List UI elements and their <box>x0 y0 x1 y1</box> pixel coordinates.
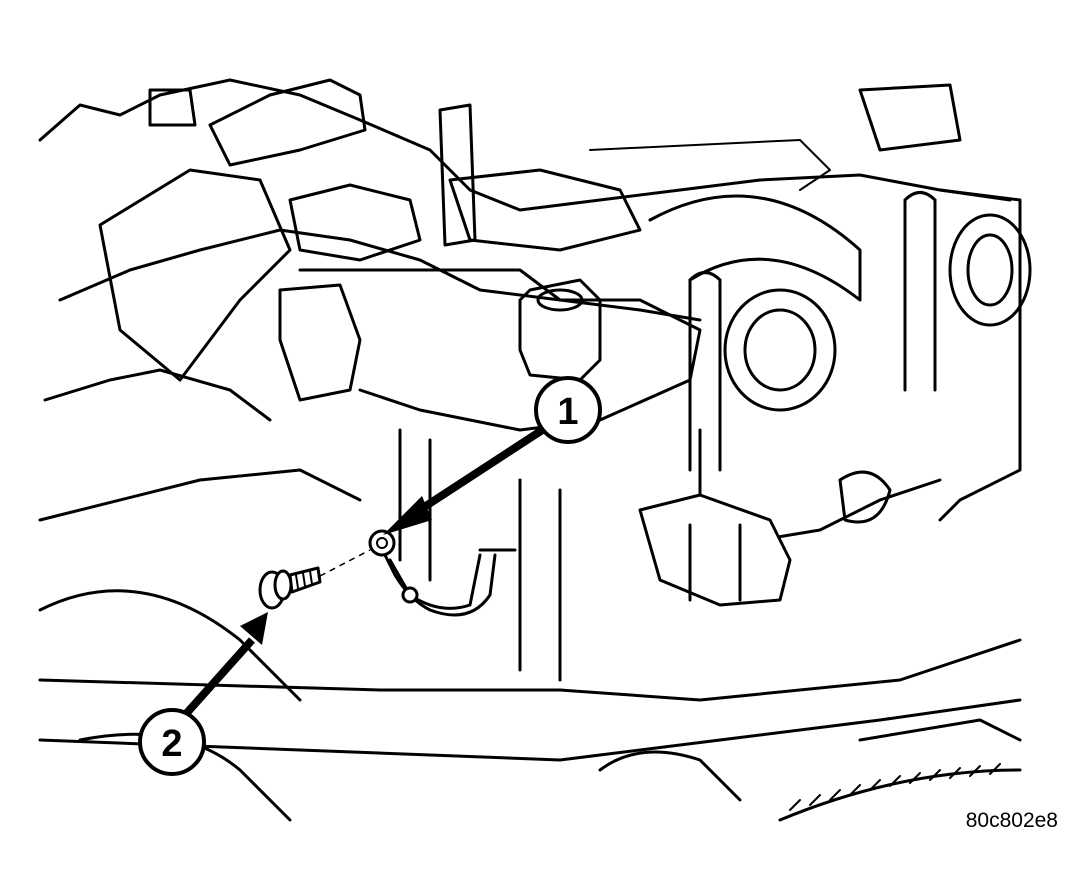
callout-2-label: 2 <box>161 723 182 765</box>
ground-terminal <box>368 529 419 604</box>
engine-line-art <box>38 78 1032 822</box>
callout-1: 1 <box>534 376 602 444</box>
callout-arrow-2 <box>182 612 268 718</box>
callout-2: 2 <box>138 708 206 776</box>
mounting-bolt <box>258 566 322 610</box>
callout-arrow-1 <box>383 421 553 535</box>
alignment-line <box>319 549 371 577</box>
figure-id: 80c802e8 <box>965 809 1058 832</box>
callout-1-label: 1 <box>557 391 578 433</box>
